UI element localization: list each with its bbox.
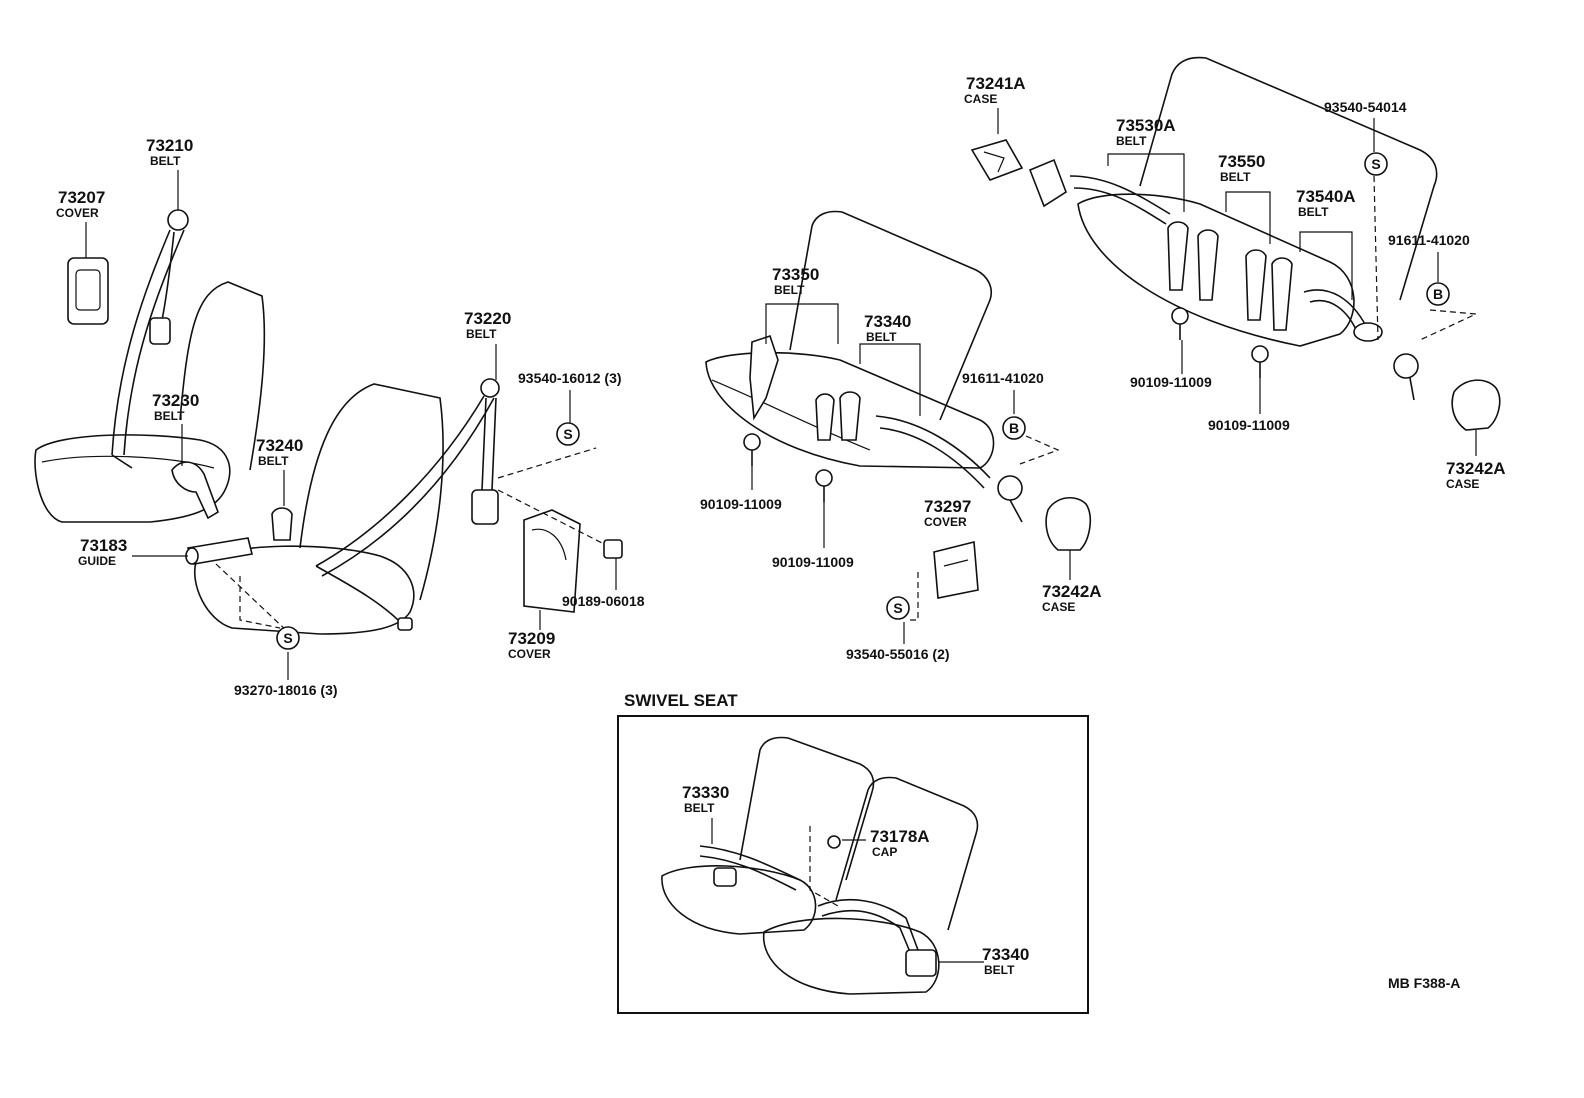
- label-73297-name: COVER: [924, 515, 967, 529]
- label-73330-name: BELT: [684, 801, 715, 815]
- label-93540-16012: 93540-16012 (3): [518, 370, 622, 386]
- label-73209-num: 73209: [508, 629, 555, 648]
- label-73210-name: BELT: [150, 154, 181, 168]
- label-73540a-name: BELT: [1298, 205, 1329, 219]
- label-73178a-num: 73178A: [870, 827, 930, 846]
- bolt-90189-drawing: [603, 539, 623, 559]
- label-73550-name: BELT: [1220, 170, 1251, 184]
- circle-b-mid: B: [1002, 416, 1026, 440]
- label-90109-11009-c: 90109-11009: [1130, 374, 1212, 390]
- label-73340-name: BELT: [866, 330, 897, 344]
- passenger-seat-drawing: [194, 383, 444, 635]
- front-seat-group: [34, 209, 623, 635]
- label-73297-num: 73297: [924, 497, 971, 516]
- bolts-90109-mid-drawing: [743, 433, 833, 502]
- guide-73183-drawing: [185, 537, 253, 565]
- label-73340-swivel-name: BELT: [984, 963, 1015, 977]
- leader-lines: [85, 108, 1477, 963]
- label-73340-num: 73340: [864, 312, 911, 331]
- swivel-buckle-73330: [713, 867, 737, 887]
- label-73220-num: 73220: [464, 309, 511, 328]
- buckle-73230-drawing: [171, 461, 219, 520]
- label-90109-11009-d: 90109-11009: [1208, 417, 1290, 433]
- svg-text:S: S: [563, 426, 572, 442]
- label-73209-name: COVER: [508, 647, 551, 661]
- driver-seat-drawing: [34, 281, 266, 523]
- svg-text:B: B: [1433, 286, 1443, 302]
- belt-73350-drawing: [749, 334, 861, 441]
- swivel-retractor-73340: [905, 949, 937, 977]
- label-73207-num: 73207: [58, 188, 105, 207]
- label-73241a-num: 73241A: [966, 74, 1026, 93]
- cover-73297-drawing: [933, 540, 979, 599]
- svg-text:B: B: [1009, 420, 1019, 436]
- swivel-frame: [617, 715, 1089, 1014]
- svg-text:S: S: [893, 600, 902, 616]
- label-93540-55016: 93540-55016 (2): [846, 646, 950, 662]
- belt-73550-drawing: [1167, 221, 1293, 331]
- label-91611-41020-mid: 91611-41020: [962, 370, 1044, 386]
- label-73330-num: 73330: [682, 783, 729, 802]
- label-73207-name: COVER: [56, 206, 99, 220]
- diagram-code: MB F388-A: [1388, 975, 1460, 991]
- cover-73207-drawing: [67, 257, 109, 325]
- circle-b-right: B: [1426, 282, 1450, 306]
- label-73240-name: BELT: [258, 454, 289, 468]
- svg-text:S: S: [283, 630, 292, 646]
- label-73230-num: 73230: [152, 391, 199, 410]
- label-73241a-name: CASE: [964, 92, 997, 106]
- case-73241-drawing: [970, 139, 1024, 181]
- belt-73540-drawing: [1303, 289, 1419, 401]
- label-73530a-num: 73530A: [1116, 116, 1176, 135]
- svg-text:S: S: [1371, 156, 1380, 172]
- label-73350-num: 73350: [772, 265, 819, 284]
- buckle-73240-drawing: [271, 507, 293, 541]
- label-73530a-name: BELT: [1116, 134, 1147, 148]
- circle-s-93270: S: [276, 626, 300, 650]
- circle-s-93540-55016: S: [886, 596, 910, 620]
- label-73178a-name: CAP: [872, 845, 897, 859]
- bolts-90109-right-drawing: [1171, 307, 1269, 378]
- label-73242a-right-num: 73242A: [1446, 459, 1506, 478]
- label-73183-num: 73183: [80, 536, 127, 555]
- label-73242a-mid-num: 73242A: [1042, 582, 1102, 601]
- belt-73220-drawing: [315, 378, 500, 631]
- second-row-group: [705, 210, 1092, 621]
- belt-73530-drawing: [1028, 158, 1171, 225]
- label-73540a-num: 73540A: [1296, 187, 1356, 206]
- label-91611-41020-right: 91611-41020: [1388, 232, 1470, 248]
- swivel-cap-73178: [827, 835, 841, 849]
- case-73242-mid-drawing: [1045, 497, 1092, 551]
- label-73230-name: BELT: [154, 409, 185, 423]
- label-73242a-mid-name: CASE: [1042, 600, 1075, 614]
- label-90109-11009-b: 90109-11009: [772, 554, 854, 570]
- label-73350-name: BELT: [774, 283, 805, 297]
- belt-73210-drawing: [111, 209, 189, 469]
- case-73242-right-drawing: [1451, 379, 1501, 431]
- label-73340-swivel-num: 73340: [982, 945, 1029, 964]
- label-73240-num: 73240: [256, 436, 303, 455]
- label-93540-54014: 93540-54014: [1324, 99, 1407, 115]
- label-93270-18016: 93270-18016 (3): [234, 682, 338, 698]
- label-90189-06018: 90189-06018: [562, 593, 645, 609]
- cover-73209-drawing: [523, 509, 581, 613]
- circle-s-93540-54014: S: [1364, 152, 1388, 176]
- label-73183-name: GUIDE: [78, 554, 116, 568]
- label-73220-name: BELT: [466, 327, 497, 341]
- belt-73340-drawing: [875, 415, 1023, 523]
- label-73210-num: 73210: [146, 136, 193, 155]
- swivel-seat-inset: [617, 715, 1089, 1014]
- label-73242a-right-name: CASE: [1446, 477, 1479, 491]
- label-73550-num: 73550: [1218, 152, 1265, 171]
- circle-s-93540-16012: S: [556, 422, 580, 446]
- label-90109-11009-a: 90109-11009: [700, 496, 782, 512]
- swivel-seat-title: SWIVEL SEAT: [624, 691, 738, 710]
- third-row-group: [970, 56, 1501, 431]
